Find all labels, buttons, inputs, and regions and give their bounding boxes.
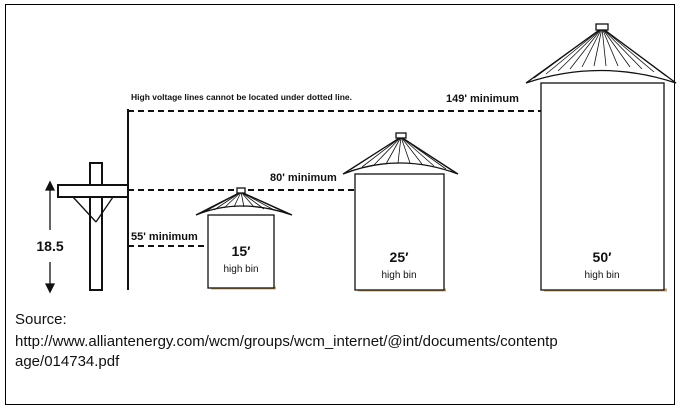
source-label: Source: [15,311,67,328]
clearance-label-80: 80' minimum [270,172,337,184]
high-voltage-note: High voltage lines cannot be located und… [131,92,352,102]
bin-50-label: high bin [584,270,619,281]
source-url-line-2[interactable]: age/014734.pdf [15,353,120,370]
clearance-label-149: 149' minimum [446,93,519,105]
height-arrow [44,180,56,294]
bin-15-size: 15′ [232,243,252,259]
bin-50-size: 50′ [593,249,613,265]
bin-25-label: high bin [381,270,416,281]
bin-25-size: 25′ [390,249,410,265]
bin-15 [195,187,293,290]
bin-50 [525,23,677,292]
clearance-label-55: 55' minimum [131,231,198,243]
source-url-line-1[interactable]: http://www.alliantenergy.com/wcm/groups/… [15,333,558,350]
utility-pole [57,109,129,291]
bin-25 [342,132,459,292]
bin-15-label: high bin [223,264,258,275]
pole-height-label: 18.5 [36,238,63,254]
